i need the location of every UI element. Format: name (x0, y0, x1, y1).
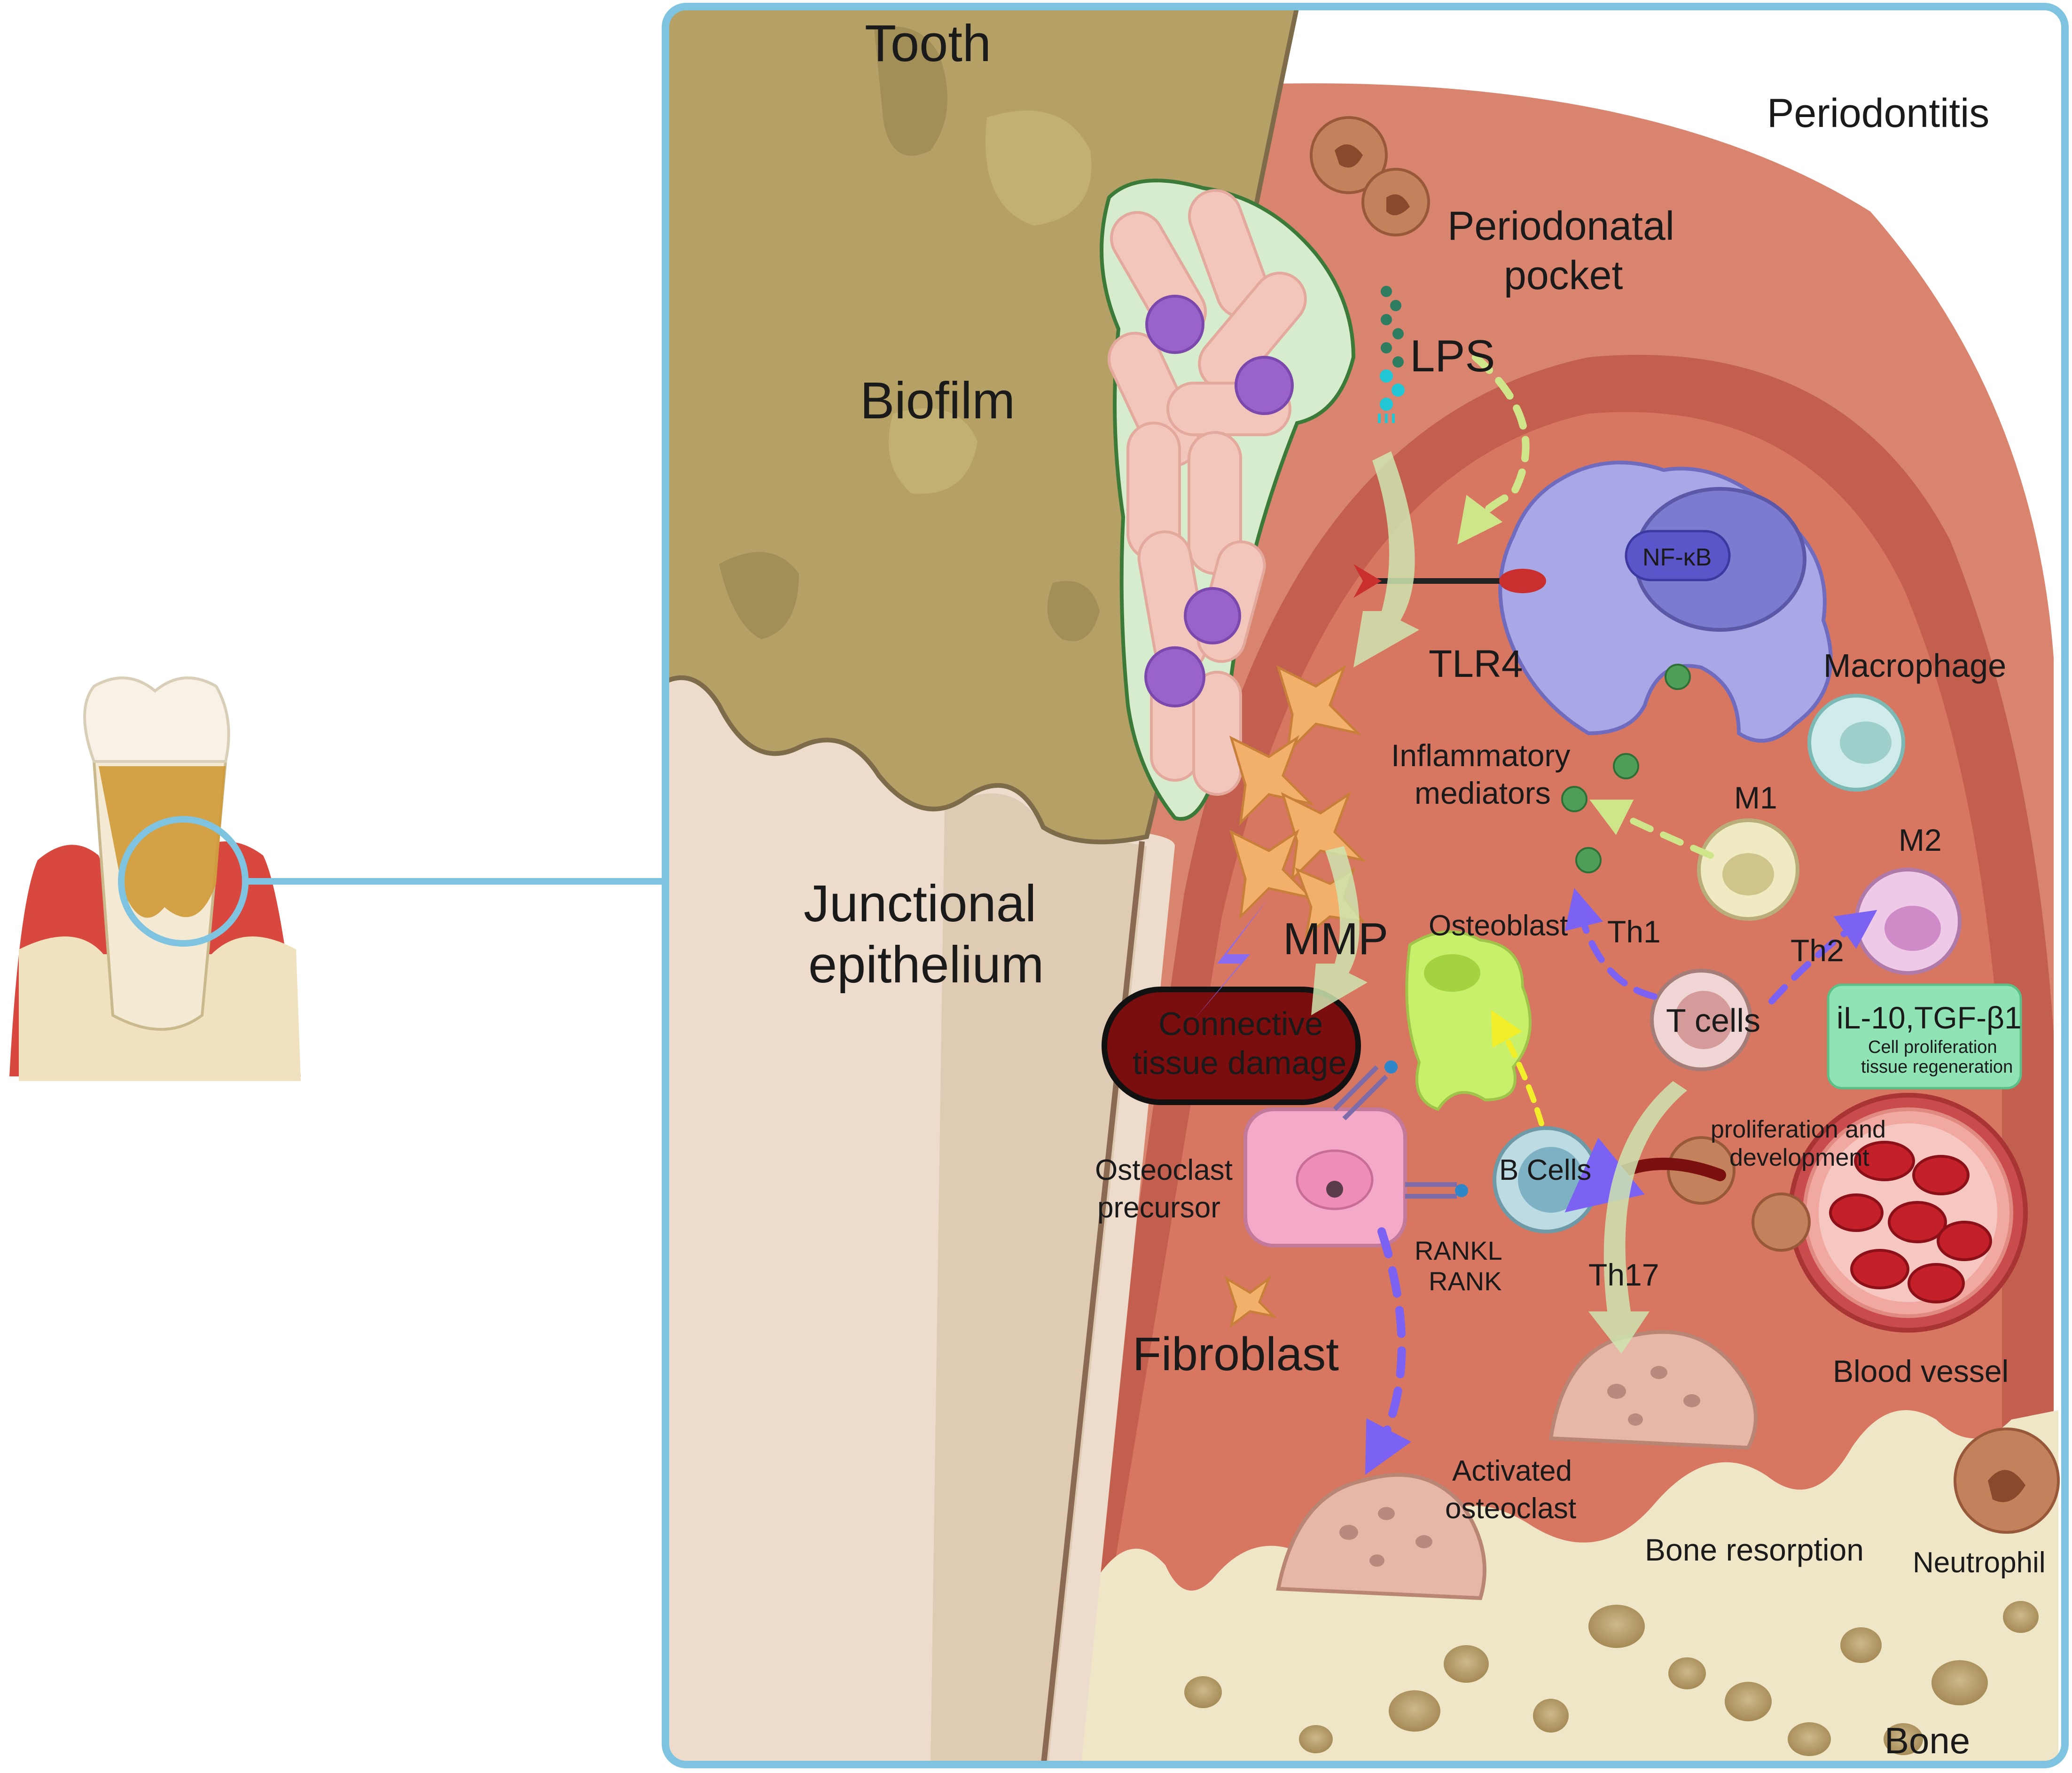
diagram-labels: Tooth Periodontitis Periodonatal pocket … (804, 15, 2046, 1761)
label-rankl: RANKL (1415, 1236, 1502, 1265)
cytokine-box (1827, 983, 2022, 1090)
label-junctional-1: Junctional (804, 875, 1036, 933)
label-connective-2: tissue damage (1133, 1044, 1346, 1081)
label-th1: Th1 (1607, 914, 1661, 949)
gingiva-inner (1081, 412, 2002, 1765)
label-osteoclast-precursor-1: Osteoclast (1095, 1154, 1233, 1186)
osteoblast-icon (1405, 930, 1532, 1111)
label-m1: M1 (1734, 780, 1777, 815)
label-tlr4: TLR4 (1429, 643, 1523, 685)
label-cytokines-line2: Cell proliferation (1868, 1037, 1997, 1057)
pathway-arrows (1365, 353, 1877, 1475)
label-cytokines-line3: tissue regeneration (1861, 1057, 2013, 1077)
zoom-panel-border (662, 3, 2069, 1768)
t-cell-icon (1650, 969, 1752, 1071)
label-connective-1: Connective (1158, 1005, 1323, 1042)
label-nfkb: NF-κB (1642, 544, 1712, 571)
bone-pores (1184, 1601, 2039, 1756)
label-fibroblast: Fibroblast (1133, 1328, 1339, 1381)
epithelium-shade (930, 793, 1147, 1765)
label-blood-vessel: Blood vessel (1833, 1354, 2009, 1389)
label-osteoblast: Osteoblast (1429, 910, 1568, 942)
connective-tissue-damage-box (1102, 987, 1361, 1105)
tooth-icon (83, 676, 230, 1031)
label-mmp: MMP (1283, 914, 1388, 964)
tooth-highlights (889, 110, 1092, 494)
label-proliferation-1: proliferation and (1711, 1116, 1886, 1143)
m1-macrophage-icon (1697, 818, 1799, 921)
label-m2: M2 (1899, 823, 1942, 857)
macrophage-icon (1498, 461, 1833, 743)
label-bone: Bone (1884, 1720, 1970, 1761)
label-proliferation-2: development (1729, 1144, 1869, 1171)
big-flow-arrows (1311, 451, 1687, 1354)
label-inflammatory-mediators-1: Inflammatory (1391, 738, 1570, 773)
inflammatory-mediator-icons (1561, 664, 1691, 873)
macrophage-m0-icon (1807, 694, 1905, 792)
osteoclast-icon (1276, 1330, 1758, 1600)
label-neutrophil: Neutrophil (1913, 1546, 2046, 1579)
label-t-cells: T cells (1666, 1002, 1760, 1039)
small-tooth-illustration (9, 676, 665, 1081)
label-cytokines: iL-10,TGF-β1 (1837, 1000, 2022, 1035)
label-th2: Th2 (1791, 933, 1844, 968)
label-rank: RANK (1429, 1266, 1502, 1296)
label-periodontitis: Periodontitis (1767, 91, 1989, 136)
label-biofilm: Biofilm (860, 372, 1015, 430)
label-junctional-2: epithelium (808, 936, 1044, 994)
label-tooth: Tooth (865, 15, 991, 72)
lightning-icon (1194, 898, 1269, 1020)
rankl-rank-connector (1333, 1065, 1457, 1199)
label-osteoclast-precursor-2: precursor (1097, 1192, 1220, 1224)
lps-icon (1378, 286, 1405, 423)
tooth-texture (719, 26, 1100, 641)
biofilm-icon (1100, 179, 1356, 821)
label-periodontal-pocket-2: pocket (1504, 253, 1623, 298)
bone-region (1081, 1410, 2058, 1765)
label-b-cells: B Cells (1499, 1154, 1591, 1186)
m2-macrophage-icon (1854, 868, 1962, 975)
label-macrophage: Macrophage (1823, 647, 2006, 684)
label-inflammatory-mediators-2: mediators (1415, 776, 1551, 810)
label-th17: Th17 (1588, 1257, 1659, 1292)
label-bone-resorption: Bone resorption (1645, 1532, 1864, 1567)
label-activated-1: Activated (1452, 1455, 1572, 1487)
label-periodontal-pocket-1: Periodonatal (1447, 204, 1674, 249)
osteoclast-precursor-icon (1243, 1107, 1407, 1247)
blood-vessel-icon (1788, 1093, 2028, 1333)
label-lps: LPS (1410, 331, 1495, 381)
label-activated-2: osteoclast (1445, 1492, 1576, 1525)
tlr4-receptor-icon (1353, 564, 1546, 598)
